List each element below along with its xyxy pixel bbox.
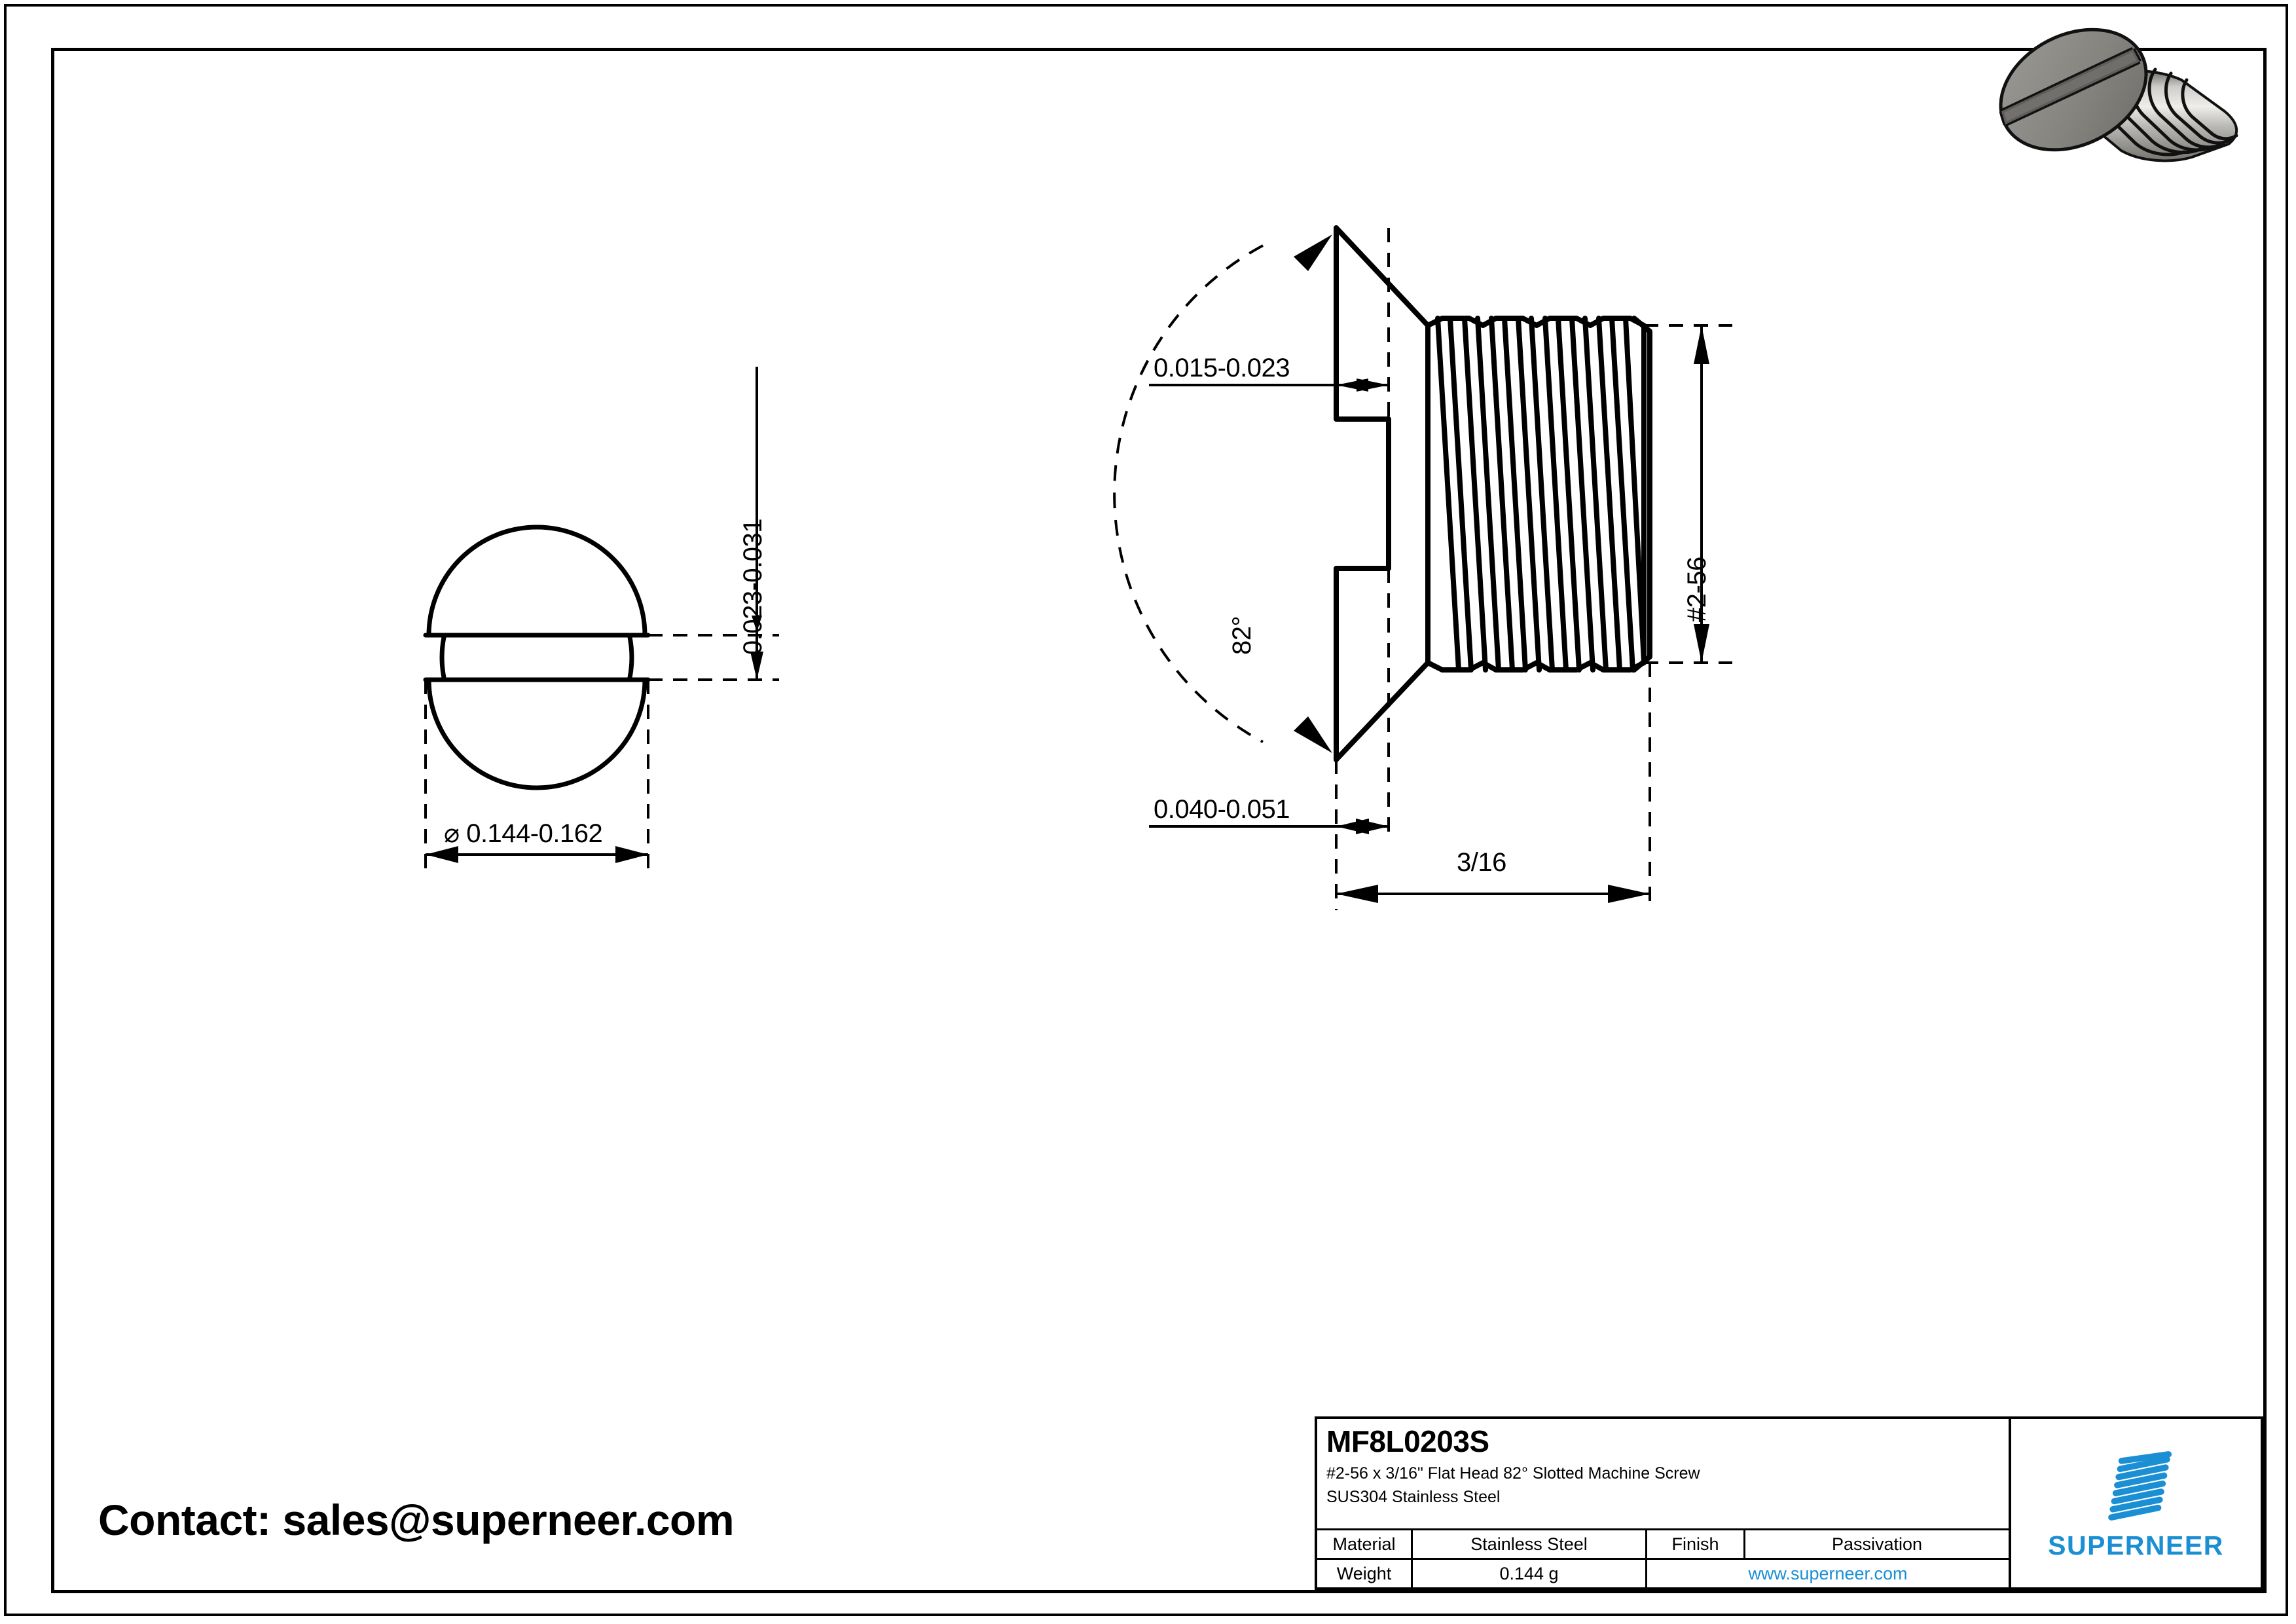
finish-label: Finish — [1647, 1530, 1745, 1558]
weight-value: 0.144 g — [1413, 1560, 1647, 1587]
description-line-1: #2-56 x 3/16" Flat Head 82° Slotted Mach… — [1326, 1464, 1700, 1483]
dim-label-slot-depth: 0.040-0.051 — [1154, 795, 1290, 824]
company-logo: SUPERNEER — [2011, 1419, 2261, 1587]
dim-label-countersink-angle: 82° — [1228, 616, 1256, 655]
inner-drawing-frame — [51, 48, 2267, 1593]
dim-label-slot-width-side: 0.015-0.023 — [1154, 354, 1290, 382]
website-link[interactable]: www.superneer.com — [1748, 1563, 1908, 1583]
weight-label: Weight — [1317, 1560, 1413, 1587]
title-block-info: MF8L0203S #2-56 x 3/16" Flat Head 82° Sl… — [1317, 1419, 2011, 1587]
description-line-2: SUS304 Stainless Steel — [1326, 1487, 1501, 1506]
outer-page-border — [4, 4, 2288, 1616]
dim-label-screw-length: 3/16 — [1457, 848, 1506, 877]
finish-value: Passivation — [1831, 1534, 1923, 1554]
material-label: Material — [1317, 1530, 1413, 1558]
contact-email-text: Contact: sales@superneer.com — [98, 1496, 735, 1544]
dim-label-thread-size: #2-56 — [1683, 557, 1711, 622]
dim-label-slot-width: 0.023-0.031 — [738, 518, 767, 655]
title-block-description: MF8L0203S #2-56 x 3/16" Flat Head 82° Sl… — [1317, 1419, 2009, 1530]
spec-row-weight: Weight 0.144 g www.superneer.com — [1317, 1560, 2009, 1587]
logo-wordmark: SUPERNEER — [2048, 1530, 2224, 1560]
superneer-stripes-icon — [2107, 1451, 2172, 1521]
spec-row-material: Material Stainless Steel Finish Passivat… — [1317, 1530, 2009, 1560]
dim-label-head-diameter: ⌀ 0.144-0.162 — [444, 819, 603, 848]
part-number: MF8L0203S — [1326, 1424, 1489, 1458]
material-value: Stainless Steel — [1413, 1530, 1647, 1558]
title-block: MF8L0203S #2-56 x 3/16" Flat Head 82° Sl… — [1315, 1416, 2263, 1590]
